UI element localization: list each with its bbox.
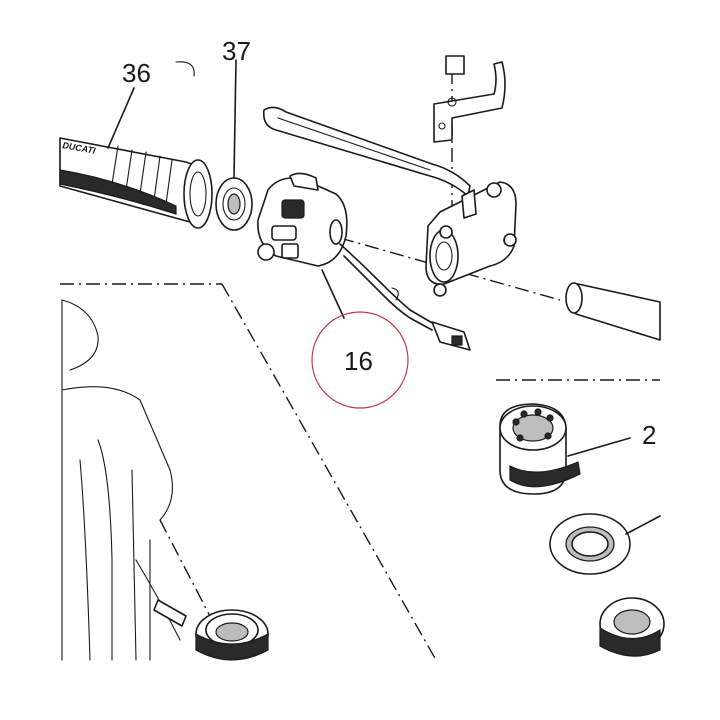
callout-37: 37 [222,36,251,66]
switch-assembly [257,172,471,351]
ring-nut-right [599,597,665,657]
washer-right [549,513,631,575]
ring-nut-left [195,609,269,661]
handlebar-tube [565,282,661,341]
mirror-bracket [433,55,506,143]
cut-edge-arc [175,61,195,77]
leader-lines [107,59,661,535]
clutch-lever [262,106,471,197]
callout-16: 16 [344,346,373,376]
cap-part-2 [499,403,581,495]
fork-frame-outline [61,299,187,661]
washer-37 [215,177,253,231]
callout-2: 2 [642,420,656,450]
center-lines [60,70,660,661]
master-cylinder [425,181,517,297]
throttle-grip: DUCATI [59,137,213,229]
callout-36: 36 [122,58,151,88]
highlight-circle [311,311,409,409]
